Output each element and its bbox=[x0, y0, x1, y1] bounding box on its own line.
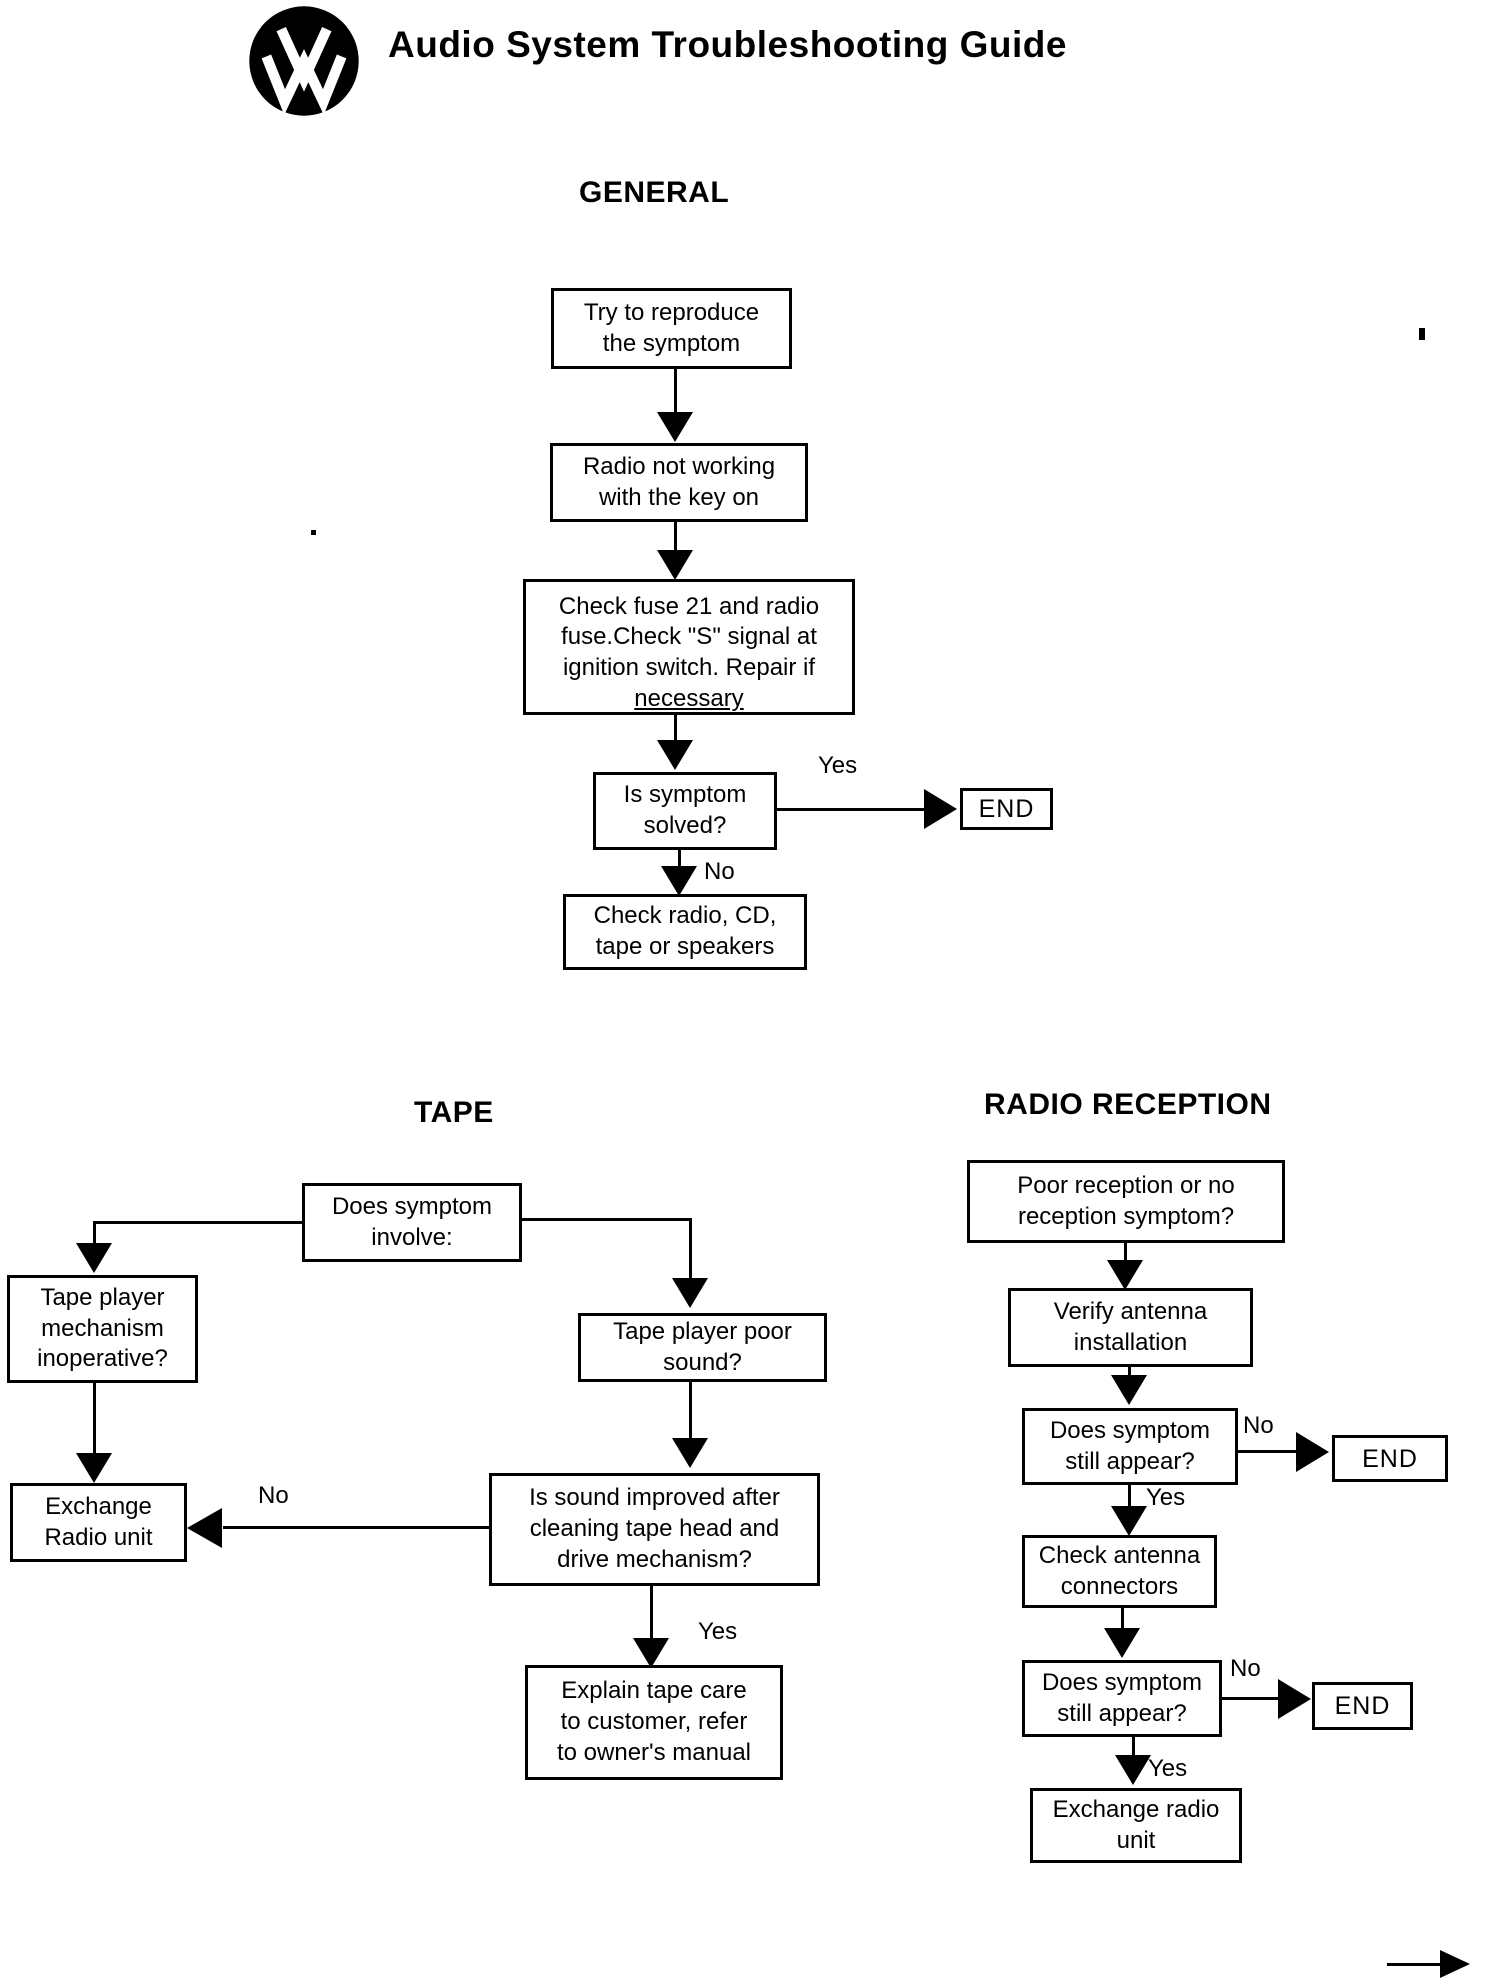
node-check-fuse: Check fuse 21 and radio fuse.Check "S" s… bbox=[523, 579, 855, 715]
arrowhead-down bbox=[657, 740, 693, 770]
radio-reception-heading: RADIO RECEPTION bbox=[984, 1088, 1272, 1121]
connector-vline bbox=[93, 1221, 96, 1245]
edge-label-no: No bbox=[1243, 1412, 1274, 1439]
arrowhead-down bbox=[1107, 1260, 1143, 1290]
connector-hline bbox=[522, 1218, 692, 1221]
node-end-general: END bbox=[960, 788, 1053, 830]
arrowhead-down bbox=[672, 1278, 708, 1308]
node-poor-reception: Poor reception or no reception symptom? bbox=[967, 1160, 1285, 1243]
connector-vline bbox=[674, 522, 677, 554]
arrowhead-down bbox=[1115, 1755, 1151, 1785]
connector-hline bbox=[95, 1221, 302, 1224]
connector-vline bbox=[1124, 1243, 1127, 1262]
node-exchange-radio-unit: Exchange Radio unit bbox=[10, 1483, 187, 1562]
connector-vline bbox=[674, 369, 677, 415]
scan-speck bbox=[1419, 328, 1425, 340]
node-is-symptom-solved: Is symptom solved? bbox=[593, 772, 777, 850]
edge-label-no: No bbox=[1230, 1655, 1261, 1682]
node-sound-improved: Is sound improved after cleaning tape he… bbox=[489, 1473, 820, 1586]
node-symptom-still-appear-2: Does symptom still appear? bbox=[1022, 1660, 1222, 1737]
arrowhead-right bbox=[1296, 1432, 1329, 1472]
arrowhead-left bbox=[187, 1508, 222, 1548]
vw-logo-icon bbox=[246, 4, 362, 118]
connector-hline bbox=[223, 1526, 489, 1529]
edge-label-no: No bbox=[704, 858, 735, 885]
node-does-symptom-involve: Does symptom involve: bbox=[302, 1183, 522, 1262]
arrowhead-down bbox=[1111, 1375, 1147, 1405]
node-end-radio-1: END bbox=[1332, 1435, 1448, 1482]
arrowhead-down bbox=[1104, 1628, 1140, 1658]
connector-vline bbox=[674, 715, 677, 743]
arrowhead-right bbox=[924, 789, 957, 829]
node-tape-poor-sound: Tape player poor sound? bbox=[578, 1313, 827, 1382]
arrowhead-down bbox=[657, 550, 693, 580]
arrowhead-down bbox=[633, 1638, 669, 1668]
arrowhead-down bbox=[76, 1453, 112, 1483]
connector-vline bbox=[1128, 1367, 1131, 1377]
edge-label-no: No bbox=[258, 1482, 289, 1509]
connector-vline bbox=[650, 1586, 653, 1640]
node-radio-not-working: Radio not working with the key on bbox=[550, 443, 808, 522]
connector-hline bbox=[1238, 1450, 1300, 1453]
arrowhead-down bbox=[661, 866, 697, 896]
node-end-radio-2: END bbox=[1312, 1682, 1413, 1730]
node-symptom-still-appear-1: Does symptom still appear? bbox=[1022, 1408, 1238, 1485]
node-tape-mechanism-inoperative: Tape player mechanism inoperative? bbox=[7, 1275, 198, 1383]
node-exchange-radio-unit-radio: Exchange radio unit bbox=[1030, 1788, 1242, 1863]
edge-label-yes: Yes bbox=[1146, 1484, 1186, 1511]
edge-label-yes: Yes bbox=[818, 752, 858, 779]
connector-hline bbox=[1387, 1963, 1442, 1966]
node-verify-antenna: Verify antenna installation bbox=[1008, 1288, 1253, 1367]
node-explain-tape-care: Explain tape care to customer, refer to … bbox=[525, 1665, 783, 1780]
connector-vline bbox=[1128, 1485, 1131, 1508]
node-check-antenna-connectors: Check antenna connectors bbox=[1022, 1535, 1217, 1608]
connector-hline bbox=[1222, 1697, 1282, 1700]
arrowhead-down bbox=[1111, 1506, 1147, 1536]
general-heading: GENERAL bbox=[579, 176, 730, 209]
node-check-radio-cd-tape-speakers: Check radio, CD, tape or speakers bbox=[563, 894, 807, 970]
arrowhead-right bbox=[1440, 1950, 1470, 1978]
arrowhead-down bbox=[76, 1243, 112, 1273]
check-fuse-text: Check fuse 21 and radio fuse.Check "S" s… bbox=[558, 592, 820, 681]
connector-vline bbox=[689, 1218, 692, 1280]
arrowhead-down bbox=[672, 1438, 708, 1468]
arrowhead-right bbox=[1278, 1679, 1311, 1719]
tape-heading: TAPE bbox=[414, 1096, 494, 1129]
connector-vline bbox=[689, 1382, 692, 1440]
node-try-reproduce: Try to reproduce the symptom bbox=[551, 288, 792, 369]
edge-label-yes: Yes bbox=[698, 1618, 738, 1645]
scan-speck bbox=[311, 530, 316, 535]
edge-label-yes: Yes bbox=[1148, 1755, 1188, 1782]
connector-vline bbox=[678, 850, 681, 870]
page-title: Audio System Troubleshooting Guide bbox=[388, 24, 1067, 65]
check-fuse-last-word: necessary bbox=[634, 684, 744, 712]
connector-hline bbox=[777, 808, 927, 811]
connector-vline bbox=[93, 1383, 96, 1457]
connector-vline bbox=[1132, 1737, 1135, 1757]
connector-vline bbox=[1121, 1608, 1124, 1630]
arrowhead-down bbox=[657, 412, 693, 442]
